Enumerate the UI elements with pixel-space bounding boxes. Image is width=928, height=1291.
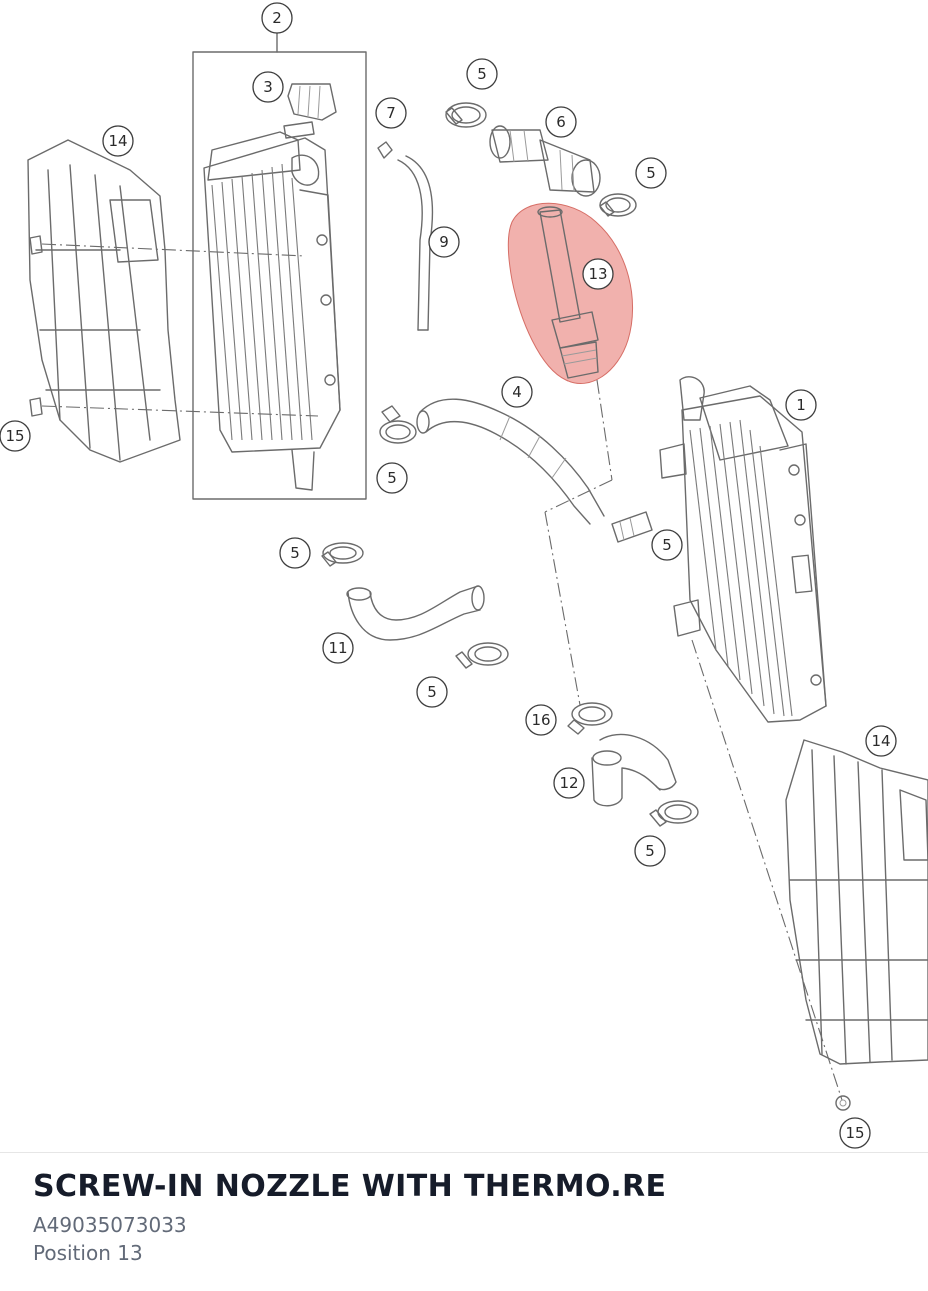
callout-15[interactable]: 15 bbox=[839, 1117, 871, 1149]
hose-clamp[interactable] bbox=[445, 102, 487, 128]
callout-label: 5 bbox=[646, 164, 656, 182]
hose-clamp-16[interactable] bbox=[567, 702, 613, 735]
callout-label: 6 bbox=[556, 113, 566, 131]
hose-clamp[interactable] bbox=[455, 642, 509, 669]
callout-label: 5 bbox=[662, 536, 672, 554]
highlight-region bbox=[507, 202, 634, 385]
callout-5[interactable]: 5 bbox=[651, 529, 683, 561]
breather-hose[interactable] bbox=[397, 155, 434, 331]
radiator-cap[interactable] bbox=[283, 83, 337, 139]
hose-clamp[interactable] bbox=[379, 405, 417, 444]
callout-16[interactable]: 16 bbox=[525, 704, 557, 736]
callout-5[interactable]: 5 bbox=[634, 835, 666, 867]
callout-14[interactable]: 14 bbox=[102, 125, 134, 157]
callout-label: 15 bbox=[845, 1124, 864, 1142]
callout-14[interactable]: 14 bbox=[865, 725, 897, 757]
callout-4[interactable]: 4 bbox=[501, 376, 533, 408]
callout-5[interactable]: 5 bbox=[376, 462, 408, 494]
radiator-shroud-left[interactable] bbox=[27, 139, 181, 463]
radiator-shroud-right[interactable] bbox=[785, 739, 928, 1065]
callout-12[interactable]: 12 bbox=[553, 767, 585, 799]
callout-9[interactable]: 9 bbox=[428, 226, 460, 258]
callout-5[interactable]: 5 bbox=[416, 676, 448, 708]
callout-3[interactable]: 3 bbox=[252, 71, 284, 103]
hose-clamp[interactable] bbox=[649, 800, 699, 827]
callout-label: 2 bbox=[272, 9, 282, 27]
part-info-panel: SCREW-IN NOZZLE WITH THERMO.RE A49035073… bbox=[0, 1152, 928, 1291]
screw-in-nozzle-with-thermo-regulator[interactable] bbox=[537, 206, 599, 379]
mounting-screw-left[interactable] bbox=[29, 235, 43, 417]
callout-label: 11 bbox=[328, 639, 347, 657]
callout-label: 1 bbox=[796, 396, 806, 414]
hose-clamp[interactable] bbox=[321, 542, 364, 567]
part-number: A49035073033 bbox=[33, 1213, 187, 1237]
hose-clamp[interactable] bbox=[599, 193, 637, 217]
coolant-hose-lower-left[interactable] bbox=[346, 585, 485, 641]
callout-7[interactable]: 7 bbox=[375, 97, 407, 129]
radiator-left[interactable] bbox=[203, 131, 341, 491]
callout-label: 14 bbox=[871, 732, 890, 750]
callout-6[interactable]: 6 bbox=[545, 106, 577, 138]
exploded-parts-diagram: 2 3 14 15 5 7 6 5 9 13 4 1 5 5 5 11 5 16… bbox=[0, 2, 928, 1149]
part-position: Position 13 bbox=[33, 1241, 143, 1265]
callout-5[interactable]: 5 bbox=[279, 537, 311, 569]
callout-2[interactable]: 2 bbox=[261, 2, 293, 34]
part-title: SCREW-IN NOZZLE WITH THERMO.RE bbox=[33, 1169, 667, 1204]
callout-label: 15 bbox=[5, 427, 24, 445]
callout-1[interactable]: 1 bbox=[785, 389, 817, 421]
mounting-screw-right[interactable] bbox=[835, 1095, 851, 1111]
callout-label: 5 bbox=[645, 842, 655, 860]
callout-label: 5 bbox=[290, 544, 300, 562]
callout-label: 5 bbox=[387, 469, 397, 487]
callout-label: 13 bbox=[588, 265, 607, 283]
coolant-hose-lower-right[interactable] bbox=[591, 733, 677, 807]
callout-label: 16 bbox=[531, 711, 550, 729]
callout-label: 7 bbox=[386, 104, 396, 122]
callout-13[interactable]: 13 bbox=[582, 258, 614, 290]
callout-label: 3 bbox=[263, 78, 273, 96]
callout-label: 14 bbox=[108, 132, 127, 150]
breather-hose-clip[interactable] bbox=[377, 141, 393, 159]
callout-5[interactable]: 5 bbox=[635, 157, 667, 189]
radiator-right[interactable] bbox=[659, 376, 827, 723]
callout-15[interactable]: 15 bbox=[0, 420, 31, 452]
callout-label: 9 bbox=[439, 233, 449, 251]
callout-label: 5 bbox=[477, 65, 487, 83]
callout-label: 12 bbox=[559, 774, 578, 792]
callout-11[interactable]: 11 bbox=[322, 632, 354, 664]
callout-label: 4 bbox=[512, 383, 522, 401]
hose-connector[interactable] bbox=[489, 125, 601, 197]
hose-clamp[interactable] bbox=[611, 511, 653, 543]
callout-5[interactable]: 5 bbox=[466, 58, 498, 90]
callout-label: 5 bbox=[427, 683, 437, 701]
radiator-left-assembly-frame bbox=[192, 32, 367, 500]
coolant-hose-upper[interactable] bbox=[416, 398, 605, 525]
